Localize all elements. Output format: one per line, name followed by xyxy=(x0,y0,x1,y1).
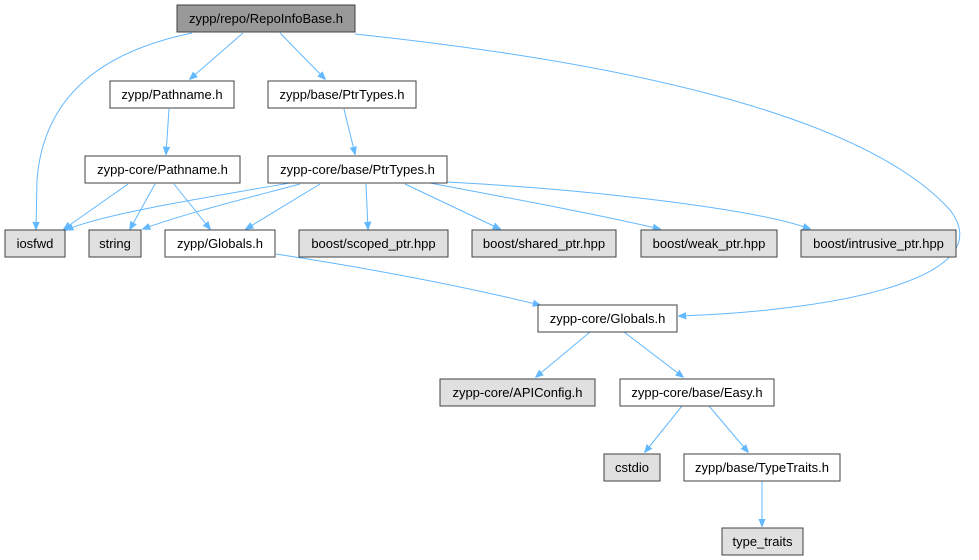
edge-core-ptrtypes-to-zypp-globals xyxy=(246,183,321,229)
node-box-weak-ptr xyxy=(640,229,778,258)
node-zypp-globals[interactable]: zypp/Globals.h xyxy=(164,229,276,258)
node-label-repoinfobase: zypp/repo/RepoInfoBase.h xyxy=(189,11,343,26)
node-label-weak-ptr: boost/weak_ptr.hpp xyxy=(653,236,766,251)
node-iosfwd: iosfwd xyxy=(4,229,66,258)
node-repoinfobase[interactable]: zypp/repo/RepoInfoBase.h xyxy=(176,4,356,33)
node-intrusive-ptr: boost/intrusive_ptr.hpp xyxy=(800,229,957,258)
edge-core-globals-to-easy xyxy=(623,331,683,377)
node-box-cstdio xyxy=(603,453,661,482)
node-cstdio: cstdio xyxy=(603,453,661,482)
edge-repoinfobase-to-pathname xyxy=(190,32,244,79)
node-core-pathname[interactable]: zypp-core/Pathname.h xyxy=(84,155,241,184)
node-box-type-traits xyxy=(721,527,804,556)
node-label-scoped-ptr: boost/scoped_ptr.hpp xyxy=(311,236,435,251)
edge-core-pathname-to-string xyxy=(130,183,156,229)
node-box-easy xyxy=(619,378,775,407)
node-box-iosfwd xyxy=(4,229,66,258)
nodes-layer: zypp/repo/RepoInfoBase.h zypp/Pathname.h z… xyxy=(4,4,957,556)
node-label-base-ptrtypes: zypp/base/PtrTypes.h xyxy=(279,87,404,102)
edge-easy-to-cstdio xyxy=(645,405,683,452)
node-box-shared-ptr xyxy=(471,229,617,258)
node-core-globals[interactable]: zypp-core/Globals.h xyxy=(537,304,678,333)
node-label-iosfwd: iosfwd xyxy=(17,236,54,251)
edge-easy-to-typetraits xyxy=(708,405,748,452)
edge-core-ptrtypes-to-weak-ptr xyxy=(429,182,660,229)
node-box-core-globals xyxy=(537,304,678,333)
node-label-string: string xyxy=(99,236,131,251)
node-box-typetraits xyxy=(683,453,841,482)
edge-core-pathname-to-zypp-globals xyxy=(173,183,210,229)
node-label-typetraits: zypp/base/TypeTraits.h xyxy=(695,460,829,475)
edge-repoinfobase-to-base-ptrtypes xyxy=(279,32,325,79)
node-label-type-traits: type_traits xyxy=(733,534,793,549)
node-box-string xyxy=(88,229,142,258)
node-box-intrusive-ptr xyxy=(800,229,957,258)
node-type-traits: type_traits xyxy=(721,527,804,556)
edge-base-ptrtypes-to-core-ptrtypes xyxy=(343,108,355,154)
node-easy[interactable]: zypp-core/base/Easy.h xyxy=(619,378,775,407)
node-label-core-ptrtypes: zypp-core/base/PtrTypes.h xyxy=(280,162,435,177)
edge-core-ptrtypes-to-scoped-ptr xyxy=(366,183,368,229)
node-label-intrusive-ptr: boost/intrusive_ptr.hpp xyxy=(813,236,944,251)
edge-pathname-to-core-pathname xyxy=(166,108,169,154)
node-typetraits[interactable]: zypp/base/TypeTraits.h xyxy=(683,453,841,482)
node-base-ptrtypes[interactable]: zypp/base/PtrTypes.h xyxy=(267,80,417,109)
node-label-pathname: zypp/Pathname.h xyxy=(121,87,222,102)
node-box-base-ptrtypes xyxy=(267,80,417,109)
node-apiconfig: zypp-core/APIConfig.h xyxy=(439,378,596,407)
node-box-apiconfig xyxy=(439,378,596,407)
edges-layer xyxy=(36,32,961,526)
edge-core-ptrtypes-to-shared-ptr xyxy=(404,183,500,229)
edge-core-ptrtypes-to-iosfwd xyxy=(66,182,291,230)
node-box-core-ptrtypes xyxy=(267,155,448,184)
node-label-apiconfig: zypp-core/APIConfig.h xyxy=(452,385,582,400)
node-box-pathname xyxy=(109,80,235,109)
edge-core-pathname-to-iosfwd xyxy=(64,183,129,229)
node-pathname[interactable]: zypp/Pathname.h xyxy=(109,80,235,109)
edge-core-ptrtypes-to-string xyxy=(143,183,301,229)
node-label-shared-ptr: boost/shared_ptr.hpp xyxy=(483,236,605,251)
node-weak-ptr: boost/weak_ptr.hpp xyxy=(640,229,778,258)
node-label-core-pathname: zypp-core/Pathname.h xyxy=(97,162,228,177)
edge-zypp-globals-to-core-globals xyxy=(275,253,540,305)
node-box-core-pathname xyxy=(84,155,241,184)
node-box-repoinfobase xyxy=(176,4,356,33)
node-string: string xyxy=(88,229,142,258)
node-shared-ptr: boost/shared_ptr.hpp xyxy=(471,229,617,258)
edge-repoinfobase-to-iosfwd xyxy=(36,32,193,229)
node-scoped-ptr: boost/scoped_ptr.hpp xyxy=(298,229,449,258)
node-box-scoped-ptr xyxy=(298,229,449,258)
node-label-cstdio: cstdio xyxy=(615,460,649,475)
node-core-ptrtypes[interactable]: zypp-core/base/PtrTypes.h xyxy=(267,155,448,184)
node-label-core-globals: zypp-core/Globals.h xyxy=(550,311,666,326)
edge-core-globals-to-apiconfig xyxy=(536,331,591,377)
edge-core-ptrtypes-to-intrusive-ptr xyxy=(446,181,810,229)
node-label-zypp-globals: zypp/Globals.h xyxy=(177,236,263,251)
node-box-zypp-globals xyxy=(164,229,276,258)
node-label-easy: zypp-core/base/Easy.h xyxy=(631,385,762,400)
edge-repoinfobase-to-core-globals xyxy=(354,33,961,316)
